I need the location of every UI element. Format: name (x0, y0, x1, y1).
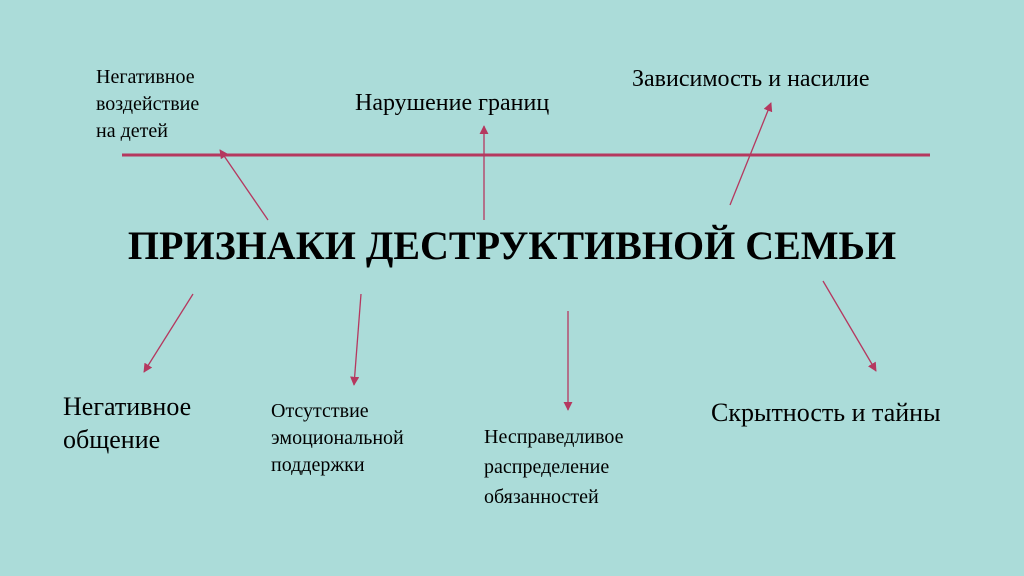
arrow-to-no-emotional-support (350, 293, 362, 386)
label-secrecy-and-secrets: Скрытность и тайны (711, 398, 941, 427)
arrow-to-dependence-violence (729, 102, 773, 206)
arrow-to-negative-impact (219, 149, 269, 221)
label-boundary-violation: Нарушение границ (355, 90, 550, 116)
label-dependence-and-violence: Зависимость и насилие (632, 66, 870, 92)
arrow-to-negative-communication (143, 293, 194, 373)
label-negative-communication: Негативное общение (63, 392, 192, 454)
label-negative-impact-on-children: Негативное воздействие на детей (96, 66, 200, 142)
label-no-emotional-support: Отсутствие эмоциональной поддержки (271, 400, 404, 476)
arrow-to-secrecy (822, 280, 877, 372)
label-unfair-distribution-of-duties: Несправедливое распределение обязанносте… (484, 426, 624, 508)
diagram-title: ПРИЗНАКИ ДЕСТРУКТИВНОЙ СЕМЬИ (127, 223, 897, 268)
